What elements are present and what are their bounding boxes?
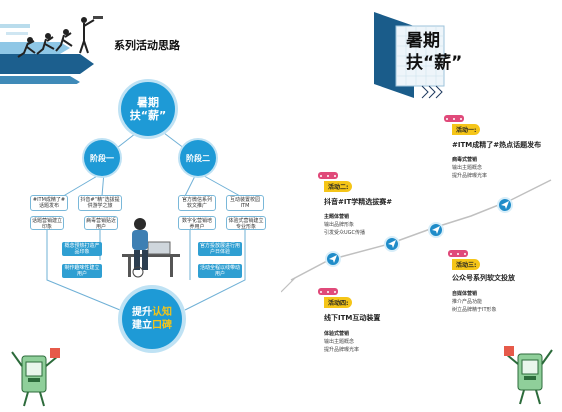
paper-plane-icon xyxy=(497,197,513,213)
activity1-dots xyxy=(444,115,464,122)
activity1-tag: 活动一: xyxy=(452,124,481,135)
activity4-line1: 输出主题概念 xyxy=(324,339,355,345)
stage2-box-official: 官方投放展进行用户日体验 xyxy=(198,242,242,256)
activity4-sub: 体验式营销 xyxy=(324,331,350,337)
hub-circle: 暑期 扶“薪” xyxy=(121,82,175,136)
stage-two-circle: 阶段二 xyxy=(180,140,216,176)
activity2-line2: 引发受众UGC传播 xyxy=(324,230,366,236)
arrow-stripes xyxy=(0,24,94,84)
activity4-dots xyxy=(318,288,338,295)
goal-circle: 提升认知 建立口碑 xyxy=(122,289,182,349)
activity4-tag: 活动四: xyxy=(324,297,353,308)
runner-banner xyxy=(0,16,103,84)
stage-two-label: 阶段二 xyxy=(186,153,210,163)
robot-mascot xyxy=(504,346,553,405)
activity3-line1: 推介产品功能 xyxy=(452,299,483,305)
runner-figures xyxy=(17,16,103,58)
goal-line2-b: 口碑 xyxy=(152,320,172,331)
stage2-box-wechat: 官方微信系列软文推广 xyxy=(178,195,216,211)
hub-line2: 扶“薪” xyxy=(129,109,167,122)
activity2-tag: 活动二: xyxy=(324,181,353,192)
goal-line2-a: 建立 xyxy=(132,320,152,331)
stage2-box-offline: 活动全程以线带动用户 xyxy=(198,264,242,278)
activity2-sub: 主题体营销 xyxy=(324,214,350,220)
person-at-laptop xyxy=(122,218,180,278)
activity1-sub: 病毒式营销 xyxy=(452,157,478,163)
robot-mascot xyxy=(11,348,60,407)
stage1-box-warmup: 概念预热打造产品印象 xyxy=(62,242,102,256)
activity4-line2: 提升品牌曝光率 xyxy=(324,347,360,353)
activity1-title: #ITM成精了#热点话题发布 xyxy=(452,141,542,149)
activity2-line1: 输出品牌形象 xyxy=(324,222,355,228)
activity3-dots xyxy=(448,250,468,257)
activity2-title: 抖音#IT学精选拔赛# xyxy=(324,198,393,206)
activity3-tag: 活动三: xyxy=(452,259,481,270)
activity1-line2: 提升品牌曝光率 xyxy=(452,173,488,179)
right-title-line1: 暑期 xyxy=(406,31,440,51)
section-title: 系列活动思路 xyxy=(114,39,180,52)
title-graphic xyxy=(374,12,445,99)
stage1-box-topic: #ITM成精了#话题发布 xyxy=(30,195,68,211)
paper-plane-icon xyxy=(325,251,341,267)
activity1-line1: 输出主题概念 xyxy=(452,165,483,171)
goal-line1-b: 认知 xyxy=(152,307,172,318)
hub-line1: 暑期 xyxy=(137,96,159,109)
activity3-sub: 自媒体营销 xyxy=(452,291,478,297)
stage-one-circle: 阶段一 xyxy=(84,140,120,176)
stage2-box-digital: 数字化营销培养用户 xyxy=(178,216,216,230)
activity2-dots xyxy=(318,172,338,179)
stage1-box-fun: 制作趣味性建立用户 xyxy=(62,264,102,278)
right-title: 暑期 扶“薪” xyxy=(406,30,462,74)
paper-plane-icon xyxy=(428,222,444,238)
activity3-line2: 树立品牌精于IT形象 xyxy=(452,307,497,313)
stage1-box-topic-marketing: 话题营销建立印象 xyxy=(30,216,64,230)
right-title-line2: 扶“薪” xyxy=(406,53,463,73)
stage2-box-device: 互动装置校园ITM xyxy=(226,195,264,211)
activity4-title: 线下ITM互动装置 xyxy=(324,314,381,322)
stage1-box-viral: 病毒营销贴近用户 xyxy=(84,216,118,230)
paper-plane-icon xyxy=(384,236,400,252)
stage-one-label: 阶段一 xyxy=(90,153,114,163)
stage2-box-experience: 体验式营销建立专业形象 xyxy=(226,216,266,230)
stage1-box-douyin: 抖音#“精”选拔提供游学之旅 xyxy=(78,195,122,211)
activity3-title: 公众号系列软文投放 xyxy=(452,274,515,282)
goal-line1-a: 提升 xyxy=(132,307,152,318)
